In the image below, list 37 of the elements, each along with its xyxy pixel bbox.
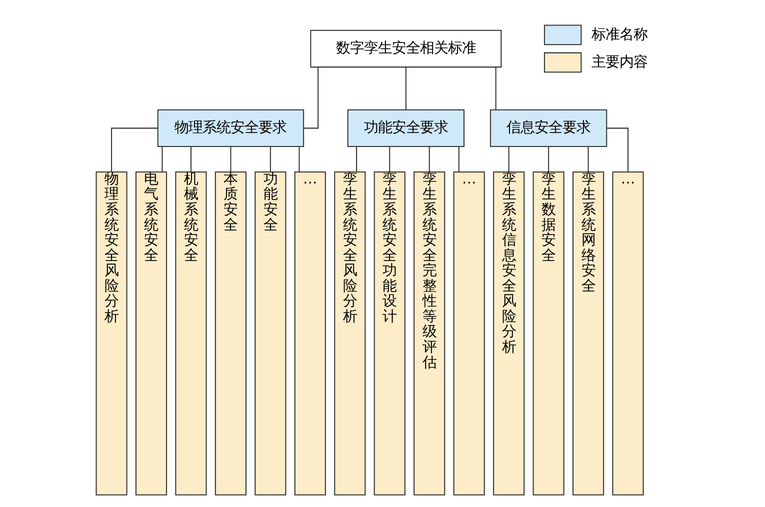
node-box: 电气系统安全	[135, 170, 168, 495]
node-box: 数字孪生安全相关标准	[310, 29, 502, 68]
node-box: 孪生系统安全功能设计	[374, 170, 406, 495]
connector	[428, 146, 430, 172]
connector	[458, 146, 460, 172]
connector	[298, 146, 300, 172]
node-box: 物理系统安全风险分析	[96, 170, 128, 495]
node-box: 孪生数据安全	[532, 170, 564, 495]
connector	[356, 146, 358, 172]
connector	[304, 66, 319, 128]
connector	[508, 146, 510, 172]
node-box: 机械系统安全	[175, 170, 207, 495]
node-box: 孪生系统安全风险分析	[334, 170, 366, 495]
node-box: 功能安全要求	[347, 108, 464, 147]
node-box: 孪生系统网络安全	[572, 170, 604, 495]
connector	[548, 146, 550, 172]
legend-label: 主要内容	[591, 54, 648, 70]
connector	[588, 146, 589, 172]
connector	[405, 66, 406, 110]
node-box: …	[453, 170, 485, 495]
node-box: 本质安全	[214, 170, 246, 495]
node-box: 孪生系统安全完整性等级评估	[414, 170, 446, 495]
connector	[495, 66, 496, 110]
connector	[389, 146, 390, 172]
connector	[606, 127, 629, 172]
legend-label: 标准名称	[591, 26, 648, 42]
node-box: …	[612, 170, 644, 495]
connector	[270, 146, 271, 172]
connector	[190, 146, 192, 172]
connector	[111, 127, 158, 172]
node-box: 信息安全要求	[490, 108, 608, 147]
node-box: 孪生系统信息安全风险分析	[493, 170, 525, 495]
connector	[230, 146, 232, 172]
node-box: …	[294, 170, 326, 495]
node-box: 物理系统安全要求	[157, 108, 304, 147]
connector	[162, 146, 163, 172]
node-box: 功能安全	[254, 170, 286, 495]
